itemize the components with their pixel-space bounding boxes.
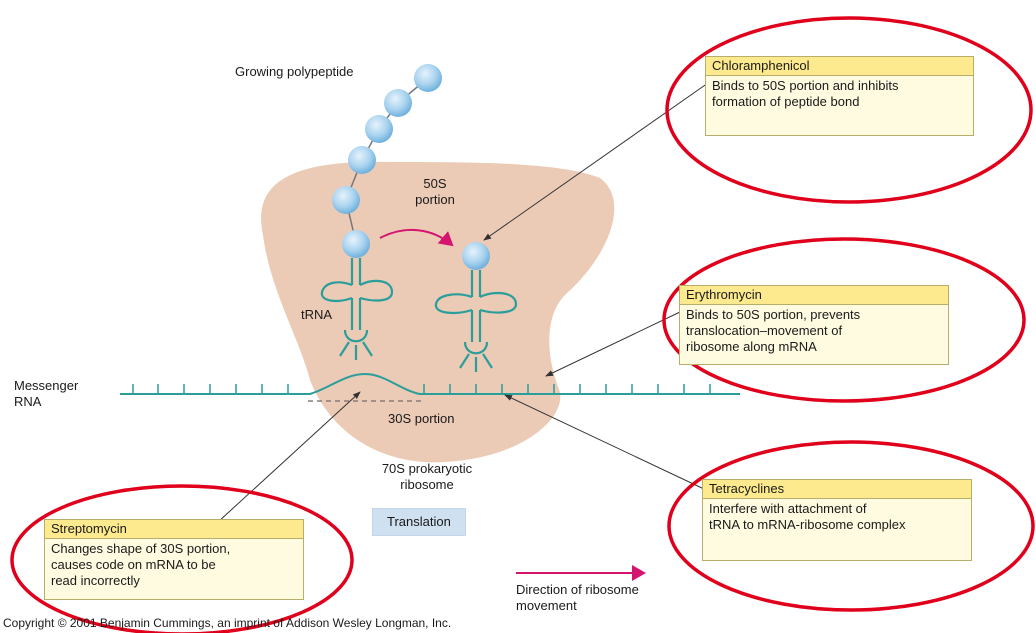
chloramphenicol-highlight: [665, 16, 1033, 204]
streptomycin-leader: [217, 391, 361, 523]
direction-line1: Direction of ribosome: [516, 582, 639, 597]
ribosome-label: 70S prokaryotic ribosome: [367, 461, 487, 493]
translation-chip: Translation: [372, 508, 466, 536]
portion-30s-label: 30S portion: [388, 411, 455, 426]
direction-line2: movement: [516, 598, 577, 613]
polypeptide-chain: [332, 64, 442, 244]
tetracyclines-title: Tetracyclines: [703, 480, 971, 499]
trna-right: [434, 270, 518, 372]
messenger-rna-line1: Messenger: [14, 378, 79, 393]
chloramphenicol-text: Binds to 50S portion and inhibits format…: [712, 78, 899, 109]
chloramphenicol-callout: Chloramphenicol Binds to 50S portion and…: [705, 56, 974, 136]
ribosome-line2: ribosome: [400, 477, 454, 492]
trna-label: tRNA: [301, 307, 333, 322]
mrna-strand: [120, 372, 740, 395]
erythromycin-title: Erythromycin: [680, 286, 948, 305]
tetracyclines-leader: [504, 394, 705, 490]
ribosome-line1: 70S prokaryotic: [381, 461, 473, 476]
erythromycin-highlight: [662, 237, 1026, 403]
messenger-rna-line2: RNA: [14, 394, 42, 409]
direction-label: Direction of ribosome movement: [516, 582, 639, 614]
portion-50s-line2: portion: [415, 192, 455, 207]
trna-left: [320, 258, 394, 360]
trna-right-amino-acid: [462, 242, 490, 270]
portion-50s-line1: 50S: [423, 176, 447, 191]
tetracyclines-text: Interfere with attachment of tRNA to mRN…: [709, 501, 906, 532]
growing-polypeptide-label: Growing polypeptide: [235, 64, 354, 79]
streptomycin-title: Streptomycin: [45, 520, 303, 539]
chloramphenicol-title: Chloramphenicol: [706, 57, 973, 76]
erythromycin-text: Binds to 50S portion, prevents transloca…: [686, 307, 861, 354]
portion-50s-label: 50S portion: [410, 176, 460, 208]
streptomycin-callout: Streptomycin Changes shape of 30S portio…: [44, 519, 304, 600]
tetracyclines-highlight: [667, 440, 1035, 612]
peptide-transfer-arrow: [379, 228, 454, 247]
erythromycin-leader: [545, 311, 681, 377]
copyright-text: Copyright © 2001 Benjamin Cummings, an i…: [3, 616, 452, 630]
streptomycin-text: Changes shape of 30S portion, causes cod…: [51, 541, 231, 588]
tetracyclines-callout: Tetracyclines Interfere with attachment …: [702, 479, 972, 561]
chloramphenicol-leader: [483, 82, 709, 241]
messenger-rna-label: Messenger RNA: [14, 378, 78, 410]
erythromycin-callout: Erythromycin Binds to 50S portion, preve…: [679, 285, 949, 365]
trna-left-amino-acid: [342, 230, 370, 258]
streptomycin-highlight: [10, 484, 354, 633]
